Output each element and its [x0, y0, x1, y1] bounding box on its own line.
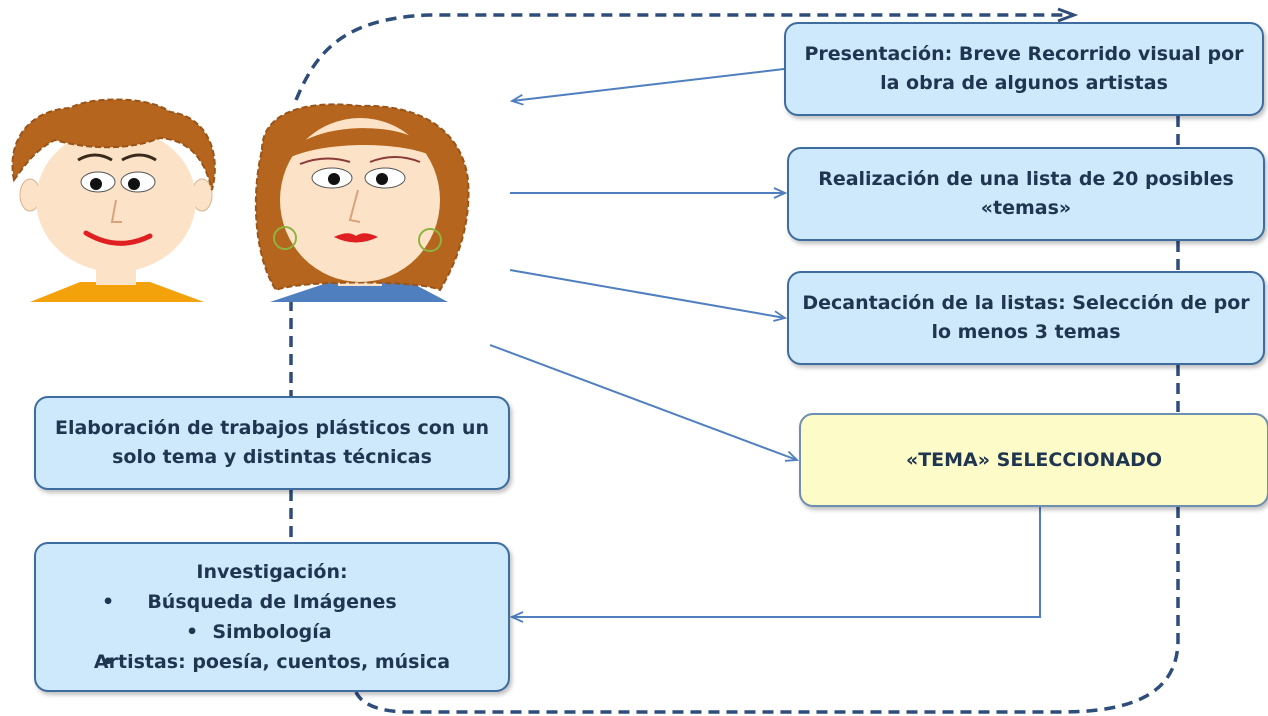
realizacion-text: Realización de una lista de 20 posibles …: [818, 168, 1234, 219]
investigacion-item-text: Simbología: [212, 621, 332, 643]
girl-pupil-right: [376, 173, 388, 185]
investigacion-item-text: Artistas: poesía, cuentos, música: [93, 651, 451, 673]
elaboracion-text: Elaboración de trabajos plásticos con un…: [54, 417, 489, 468]
tema-seleccionado-text: «TEMA» SELECCIONADO: [905, 448, 1163, 471]
girl-earring-left: [273, 226, 297, 250]
boy-pupil-right: [128, 178, 140, 190]
cycle-dashed-path: [289, 13, 1180, 714]
boy-mouth: [83, 230, 153, 246]
cycle-arrow-tip: [1057, 7, 1079, 23]
investigacion-title: Investigación:: [196, 561, 348, 583]
girl-figure: [254, 103, 470, 302]
girl-pupil-left: [328, 173, 340, 185]
boy-pupil-left: [90, 178, 102, 190]
arrow-tema-to-investigacion: [512, 507, 1041, 617]
girl-eyebrow-left: [299, 157, 351, 165]
arrow-figures-to-tema: [489, 344, 797, 460]
boy-hair: [11, 98, 216, 191]
boy-figure: [11, 98, 216, 302]
arrow-presentacion-to-figures: [512, 68, 785, 101]
bullet-marker: •: [102, 651, 115, 673]
boy-nose: [110, 199, 122, 223]
presentacion-box: Presentación: Breve Recorrido visual por…: [784, 22, 1264, 116]
investigacion-item: • Artistas: poesía, cuentos, música: [46, 647, 498, 677]
investigacion-list: • Búsqueda de Imágenes • Simbología • Ar…: [46, 587, 498, 677]
decantacion-box: Decantación de la listas: Selección de p…: [787, 271, 1265, 365]
girl-eyebrow-right: [369, 156, 421, 163]
girl-shirt: [270, 282, 448, 302]
arrow-figures-to-decantacion: [509, 269, 785, 318]
decantacion-text: Decantación de la listas: Selección de p…: [802, 292, 1250, 343]
girl-nose: [348, 189, 361, 223]
girl-bangs: [285, 128, 440, 160]
tema-seleccionado-box: «TEMA» SELECCIONADO: [799, 413, 1268, 507]
bullet-marker: •: [102, 591, 115, 613]
presentacion-text: Presentación: Breve Recorrido visual por…: [804, 43, 1244, 94]
boy-shirt: [30, 282, 204, 302]
girl-earring-right: [418, 228, 442, 252]
investigacion-box: Investigación: • Búsqueda de Imágenes • …: [34, 542, 510, 692]
boy-eyebrow-right: [121, 153, 157, 162]
investigacion-item-text: Búsqueda de Imágenes: [147, 591, 397, 613]
bullet-marker: •: [186, 621, 199, 643]
boy-eyebrow-left: [77, 153, 113, 162]
elaboracion-box: Elaboración de trabajos plásticos con un…: [34, 396, 510, 490]
girl-lips: [334, 233, 378, 243]
investigacion-item: • Simbología: [46, 617, 498, 647]
investigacion-item: • Búsqueda de Imágenes: [46, 587, 498, 617]
realizacion-box: Realización de una lista de 20 posibles …: [787, 147, 1265, 241]
